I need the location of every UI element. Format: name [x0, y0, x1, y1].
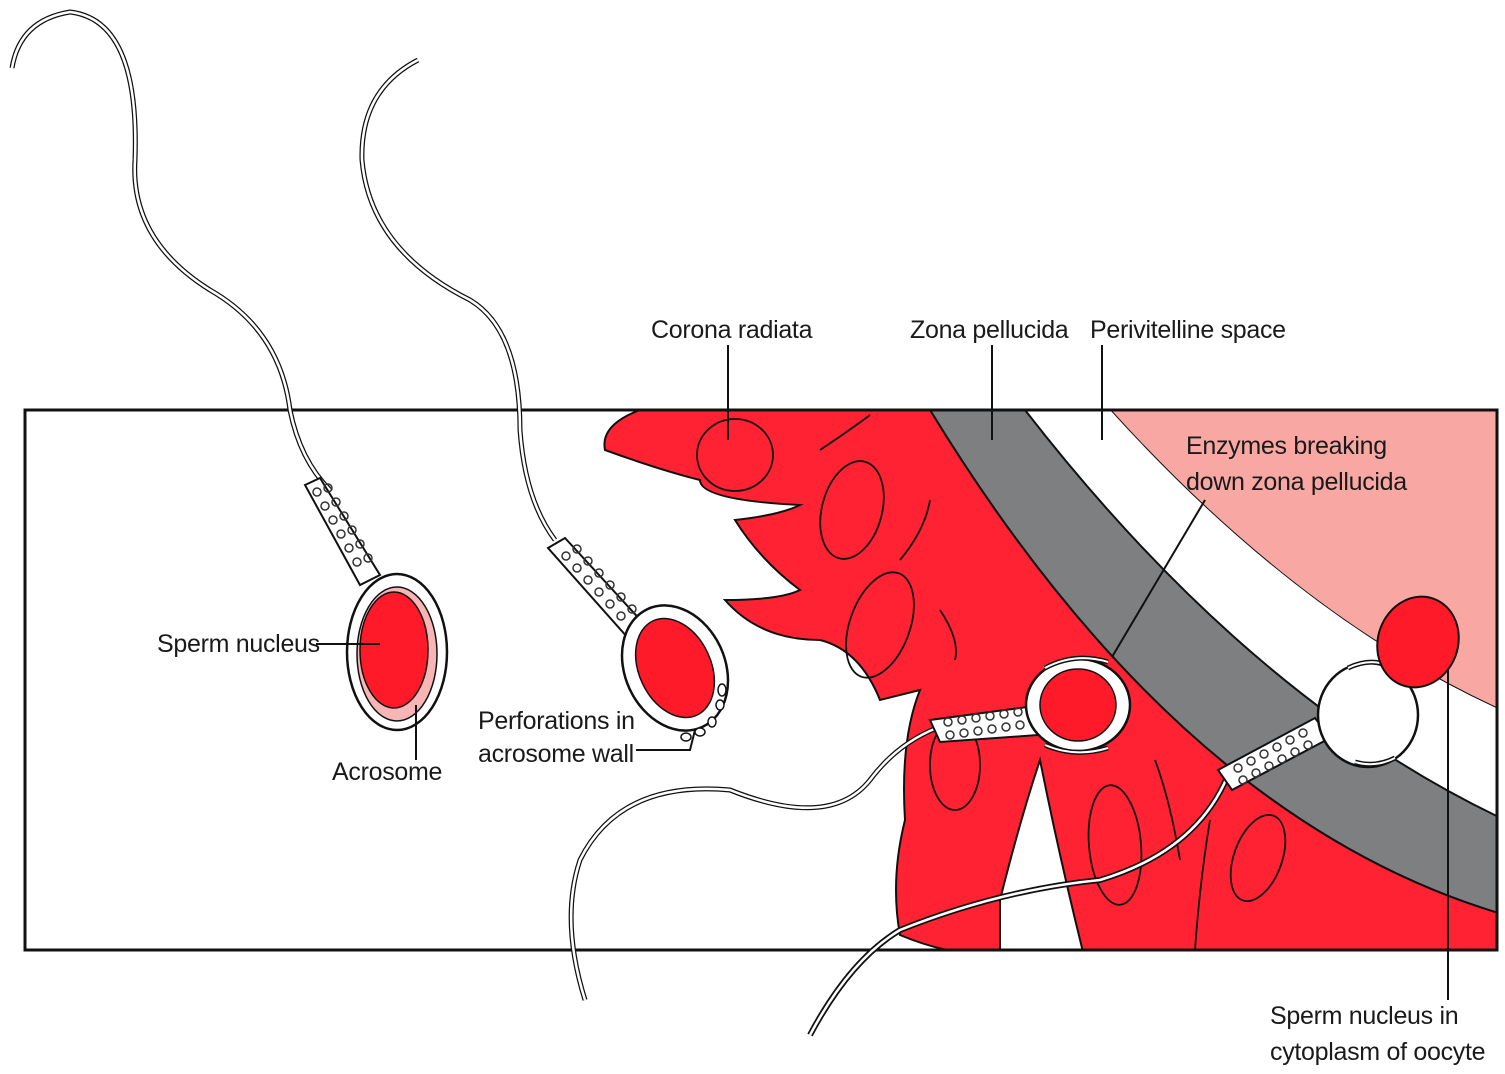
perforations-label-line1: Perforations in	[478, 705, 635, 737]
perforations-label-line2: acrosome wall	[478, 738, 634, 770]
sperm-nucleus-label: Sperm nucleus	[157, 628, 320, 660]
sperm-nucleus-1	[360, 592, 428, 708]
sperm-intact	[12, 12, 447, 730]
acrosome-label: Acrosome	[332, 756, 442, 788]
enzymes-label-line1: Enzymes breaking	[1186, 430, 1387, 462]
nucleus-oocyte-label-line2: cytoplasm of oocyte	[1270, 1036, 1485, 1068]
nucleus-oocyte-label-line1: Sperm nucleus in	[1270, 1000, 1458, 1032]
enzymes-label-line2: down zona pellucida	[1186, 466, 1407, 498]
sperm-nucleus-3	[1040, 669, 1116, 741]
zona-pellucida-label: Zona pellucida	[910, 314, 1068, 346]
corona-radiata-label: Corona radiata	[651, 314, 812, 346]
perivitelline-space-label: Perivitelline space	[1090, 314, 1286, 346]
